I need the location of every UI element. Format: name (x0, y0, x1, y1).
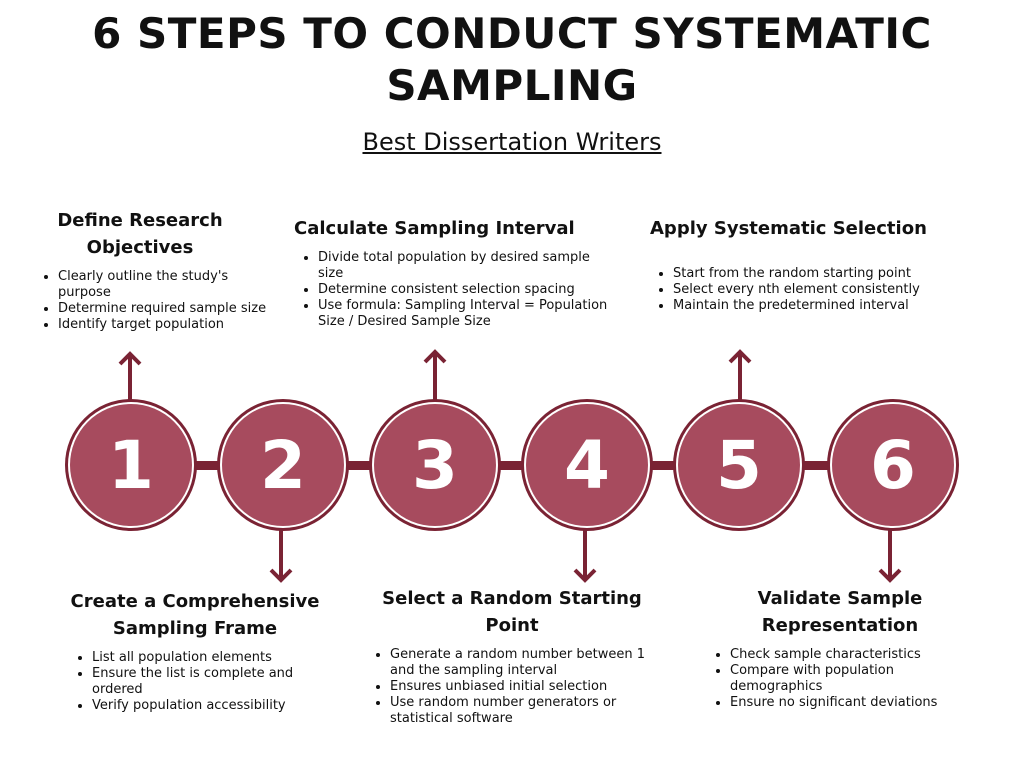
step-bullet-list: Start from the random starting point Sel… (645, 266, 965, 314)
list-item: Clearly outline the study's purpose (58, 269, 270, 301)
step-circle-5: 5 (678, 404, 800, 526)
step-title: Apply Systematic Selection (650, 218, 927, 239)
list-item: Use random number generators or statisti… (390, 695, 662, 727)
arrow-down-icon (568, 528, 602, 584)
step-block-5: Apply Systematic Selection Start from th… (645, 215, 965, 314)
step-title: Validate Sample Representation (757, 588, 923, 636)
arrow-up-icon (723, 348, 757, 402)
step-block-1: Define Research Objectives Clearly outli… (40, 207, 270, 333)
step-block-2: Create a Comprehensive Sampling Frame Li… (60, 588, 330, 714)
step-block-3: Calculate Sampling Interval Divide total… (288, 215, 618, 330)
arrow-up-icon (418, 348, 452, 402)
list-item: Use formula: Sampling Interval = Populat… (318, 298, 618, 330)
step-circle-3: 3 (374, 404, 496, 526)
step-bullet-list: Check sample characteristics Compare wit… (700, 647, 980, 711)
step-bullet-list: Generate a random number between 1 and t… (362, 647, 662, 727)
step-circle-4: 4 (526, 404, 648, 526)
list-item: Generate a random number between 1 and t… (390, 647, 662, 679)
list-item: List all population elements (92, 650, 330, 666)
step-title: Calculate Sampling Interval (294, 218, 575, 239)
step-circle-2: 2 (222, 404, 344, 526)
arrow-up-icon (113, 350, 147, 402)
page-title: 6 STEPS TO CONDUCT SYSTEMATIC SAMPLING (92, 9, 932, 110)
subtitle: Best Dissertation Writers (362, 128, 662, 156)
list-item: Ensures unbiased initial selection (390, 679, 662, 695)
step-block-4: Select a Random Starting Point Generate … (362, 585, 662, 727)
step-bullet-list: Clearly outline the study's purpose Dete… (40, 269, 270, 333)
list-item: Identify target population (58, 317, 270, 333)
step-circle-1: 1 (70, 404, 192, 526)
list-item: Ensure the list is complete and ordered (92, 666, 330, 698)
list-item: Select every nth element consistently (673, 282, 965, 298)
list-item: Determine required sample size (58, 301, 270, 317)
list-item: Compare with population demographics (730, 663, 980, 695)
list-item: Check sample characteristics (730, 647, 980, 663)
list-item: Start from the random starting point (673, 266, 965, 282)
step-title: Create a Comprehensive Sampling Frame (70, 591, 320, 639)
step-title: Define Research Objectives (57, 210, 223, 258)
step-block-6: Validate Sample Representation Check sam… (700, 585, 980, 711)
step-bullet-list: List all population elements Ensure the … (60, 650, 330, 714)
list-item: Determine consistent selection spacing (318, 282, 618, 298)
list-item: Divide total population by desired sampl… (318, 250, 618, 282)
arrow-down-icon (873, 528, 907, 584)
list-item: Maintain the predetermined interval (673, 298, 965, 314)
list-item: Verify population accessibility (92, 698, 330, 714)
timeline-connector (150, 461, 890, 470)
arrow-down-icon (264, 528, 298, 584)
step-title: Select a Random Starting Point (382, 588, 642, 636)
step-bullet-list: Divide total population by desired sampl… (288, 250, 618, 330)
list-item: Ensure no significant deviations (730, 695, 980, 711)
step-circle-6: 6 (832, 404, 954, 526)
